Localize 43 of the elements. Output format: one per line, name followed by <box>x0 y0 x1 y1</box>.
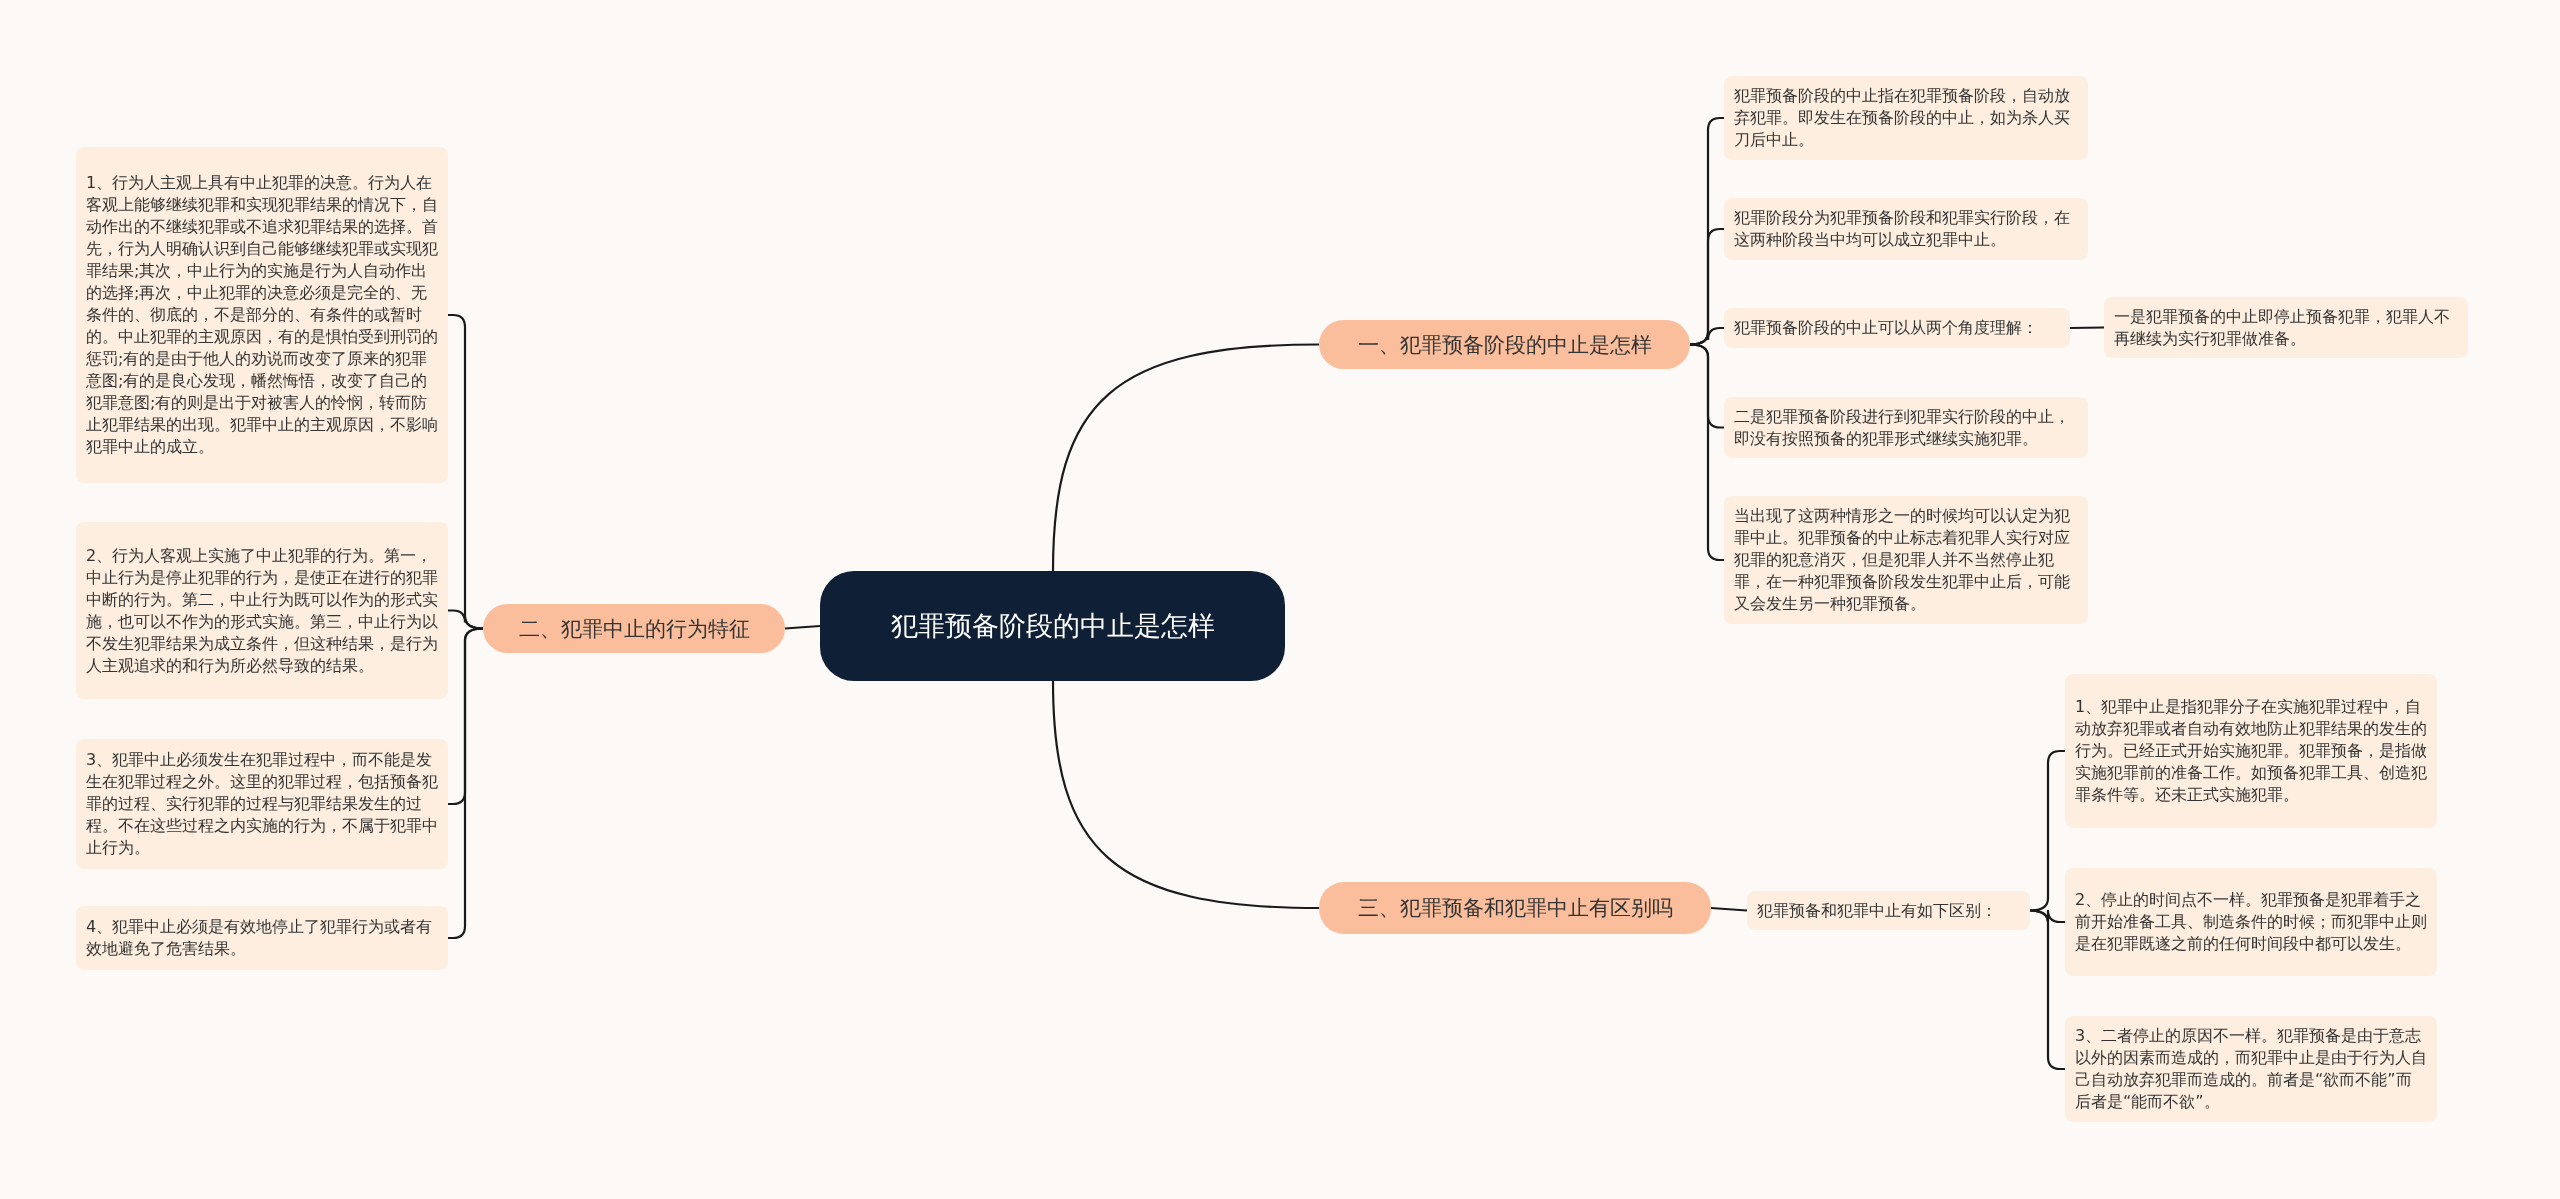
note-text: 当出现了这两种情形之一的时候均可以认定为犯罪中止。犯罪预备的中止标志着犯罪人实行对应犯罪的犯意消灭，但是犯罪人并不当然停止犯罪，在一种犯罪预备阶段发生犯罪中止后，可能又会发生另一种犯罪预备。 <box>1734 505 2071 615</box>
note-text: 犯罪预备和犯罪中止有如下区别： <box>1757 899 1997 922</box>
connector-line <box>1689 326 1724 346</box>
leaf-note <box>2065 868 2437 976</box>
note-text: 二是犯罪预备阶段进行到犯罪实行阶段的中止，即没有按照预备的犯罪形式继续实施犯罪。 <box>1734 405 2071 450</box>
note-text: 3、犯罪中止必须发生在犯罪过程中，而不能是发生在犯罪过程之外。这里的犯罪过程，包括预备犯罪的过程、实行犯罪的过程与犯罪结果发生的过程。不在这些过程之内实施的行为，不属于犯罪中止行为。 <box>86 749 438 859</box>
note-text: 2、停止的时间点不一样。犯罪预备是犯罪着手之前开始准备工具、制造条件的时候；而犯罪中止则是在犯罪既遂之前的任何时间段中都可以发生。 <box>2075 889 2427 955</box>
leaf-note <box>76 906 448 970</box>
branch-topic-text: 二、犯罪中止的行为特征 <box>518 615 750 643</box>
note-text: 3、二者停止的原因不一样。犯罪预备是由于意志以外的因素而造成的，而犯罪中止是由于行为人自己自动放弃犯罪而造成的。前者是“欲而不能”而后者是“能而不欲”。 <box>2075 1025 2427 1113</box>
leaf-note <box>2065 1016 2437 1122</box>
branch-topic <box>1319 882 1711 934</box>
leaf-note <box>76 739 448 869</box>
leaf-note <box>1724 397 2088 458</box>
connector-line <box>784 624 821 630</box>
note-text: 1、犯罪中止是指犯罪分子在实施犯罪过程中，自动放弃犯罪或者自动有效地防止犯罪结果的发生的行为。已经正式开始实施犯罪。犯罪预备，是指做实施犯罪前的准备工作。如预备犯罪工具、创造犯罪条件等。还未正式实施犯罪。 <box>2075 696 2427 806</box>
connector-line <box>1051 343 1320 572</box>
connector-line <box>1051 680 1320 910</box>
note-text: 犯罪阶段分为犯罪预备阶段和犯罪实行阶段，在这两种阶段当中均可以成立犯罪中止。 <box>1734 207 2071 251</box>
leaf-note <box>1724 308 2070 348</box>
branch-topic-text: 三、犯罪预备和犯罪中止有区别吗 <box>1357 895 1673 922</box>
note-text: 2、行为人客观上实施了中止犯罪的行为。第一，中止行为是停止犯罪的行为，是使正在进行的犯罪中断的行为。第二，中止行为既可以作为的形式实施，也可以不作为的形式实施。第三，中止行为以不发生犯罪结果为成立条件，但这种结果，是行为人主观追求的和行为所必然导致的结果。 <box>86 544 438 677</box>
note-text: 1、行为人主观上具有中止犯罪的决意。行为人在客观上能够继续犯罪和实现犯罪结果的情况下，自动作出的不继续犯罪或不追求犯罪结果的选择。首先，行为人明确认识到自己能够继续犯罪或实现犯罪结果;其次，中止行为的实施是行为人自动作出的选择;再次，中止犯罪的决意必须是完全的、无条件的、彻底的，不是部分的、有条件的或暂时的。中止犯罪的主观原因，有的是惧怕受到刑罚的惩罚;有的是由于他人的劝说而改变了原来的犯罪意图;有的是良心发现，幡然悔悟，改变了自己的犯罪意图;有的则是出于对被害人的怜悯，转而防止犯罪结果的出现。犯罪中止的主观原因，不影响犯罪中止的成立。 <box>86 172 438 458</box>
leaf-note <box>2065 674 2437 828</box>
leaf-note <box>1724 496 2088 624</box>
note-text: 犯罪预备阶段的中止可以从两个角度理解： <box>1734 317 2038 339</box>
leaf-note <box>1747 891 2030 930</box>
leaf-note <box>76 522 448 699</box>
note-text: 犯罪预备阶段的中止指在犯罪预备阶段，自动放弃犯罪。即发生在预备阶段的中止，如为杀人买刀后中止。 <box>1734 85 2071 151</box>
leaf-note <box>1724 198 2088 260</box>
root-topic <box>820 571 1285 681</box>
leaf-note <box>76 147 448 483</box>
connector-line <box>1710 906 1748 912</box>
note-text: 4、犯罪中止必须是有效地停止了犯罪行为或者有效地避免了危害结果。 <box>86 916 434 960</box>
branch-topic-text: 一、犯罪预备阶段的中止是怎样 <box>1357 331 1652 359</box>
connector-line <box>448 609 484 630</box>
leaf-note <box>1724 76 2088 160</box>
connector-line <box>2070 326 2104 330</box>
note-text: 一是犯罪预备的中止即停止预备犯罪，犯罪人不再继续为实行犯罪做准备。 <box>2114 305 2451 350</box>
root-topic-text: 犯罪预备阶段的中止是怎样 <box>890 609 1215 643</box>
branch-topic <box>483 604 785 653</box>
branch-topic <box>1319 320 1690 369</box>
leaf-note <box>2104 297 2468 358</box>
